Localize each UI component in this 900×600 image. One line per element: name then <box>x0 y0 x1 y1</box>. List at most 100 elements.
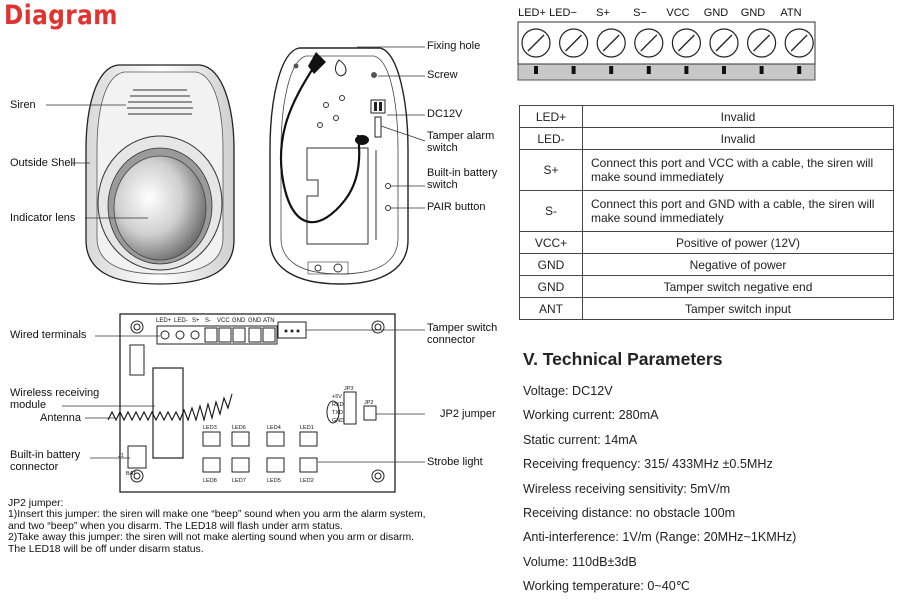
svg-text:LED5: LED5 <box>267 478 281 484</box>
svg-text:LED2: LED2 <box>300 478 314 484</box>
terminal-screw-slot <box>790 34 808 52</box>
svg-text:GND: GND <box>248 318 262 324</box>
terminal-header-label: S+ <box>596 7 610 19</box>
terminal-pin <box>759 66 764 74</box>
list-item: Static current: 14mA <box>523 432 638 447</box>
svg-text:GND: GND <box>332 418 344 424</box>
svg-text:LED3: LED3 <box>203 425 217 431</box>
svg-text:RXD: RXD <box>332 402 344 408</box>
terminal-screw-slot <box>640 34 658 52</box>
list-item: Receiving distance: no obstacle 100m <box>523 505 736 520</box>
pcb-leds <box>202 431 318 473</box>
terminal-screw-slot <box>527 34 545 52</box>
tech-params-list: Voltage: DC12V Working current: 280mA St… <box>523 379 796 599</box>
table-row: S-Connect this port and GND with a cable… <box>519 190 894 232</box>
jp2-note-heading: JP2 jumper: <box>8 498 64 509</box>
terminal-screw-slot <box>602 34 620 52</box>
svg-text:BAT: BAT <box>126 471 137 477</box>
diagram-title: Diagram <box>4 0 118 31</box>
label-outside-shell: Outside Shell <box>10 157 76 169</box>
svg-text:VCC: VCC <box>217 318 230 324</box>
svg-text:TXD: TXD <box>332 410 343 416</box>
label-antenna: Antenna <box>40 412 81 424</box>
svg-text:J1: J1 <box>118 453 124 459</box>
terminal-pin <box>684 66 689 74</box>
terminal-screw-slot <box>677 34 695 52</box>
indicator-lens <box>113 155 207 261</box>
label-wired-terminals: Wired terminals <box>10 329 87 341</box>
label-strobe-light: Strobe light <box>427 456 483 468</box>
list-item: Volume: 110dB±3dB <box>523 554 637 569</box>
terminal-header-label: S− <box>633 7 647 19</box>
label-dc12v: DC12V <box>427 108 463 120</box>
table-row: S+Connect this port and VCC with a cable… <box>519 149 894 191</box>
terminal-screw-slot <box>753 34 771 52</box>
label-indicator-lens: Indicator lens <box>10 212 76 224</box>
terminal-pin <box>571 66 576 74</box>
terminal-screw-slot <box>715 34 733 52</box>
label-siren: Siren <box>10 99 36 111</box>
table-row: LED-Invalid <box>519 127 894 150</box>
siren-back-casing <box>269 47 409 285</box>
terminal-pin <box>609 66 614 74</box>
label-screw: Screw <box>427 69 458 81</box>
terminal-pin <box>646 66 651 74</box>
terminal-header-label: ATN <box>780 7 801 19</box>
svg-text:LED+: LED+ <box>156 318 172 324</box>
svg-text:S-: S- <box>205 318 211 324</box>
table-row: VCC+Positive of power (12V) <box>519 231 894 254</box>
jp2-note-line: 2)Take away this jumper: the siren will … <box>8 532 414 544</box>
terminal-header-label: LED+ <box>518 7 546 19</box>
svg-text:GND: GND <box>232 318 246 324</box>
pcb-terminal-block <box>156 325 278 345</box>
list-item: Working temperature: 0~40℃ <box>523 579 690 594</box>
tech-params-heading: V. Technical Parameters <box>523 349 723 369</box>
svg-text:LED1: LED1 <box>300 425 314 431</box>
svg-text:JP3: JP3 <box>344 386 353 392</box>
terminal-pin <box>797 66 802 74</box>
svg-text:LED-: LED- <box>174 318 188 324</box>
terminal-screw-slot <box>565 34 583 52</box>
siren-grille <box>127 89 193 115</box>
svg-text:LED8: LED8 <box>203 478 217 484</box>
svg-text:S+: S+ <box>192 318 200 324</box>
terminal-pin <box>534 66 538 74</box>
list-item: Voltage: DC12V <box>523 384 613 398</box>
list-item: Anti-interference: 1V/m (Range: 20MHz~1K… <box>523 530 797 545</box>
table-row: LED+Invalid <box>519 105 894 128</box>
label-pair-button: PAIR button <box>427 201 486 213</box>
terminal-pin <box>722 66 726 74</box>
jp2-note: JP2 jumper: 1)Insert this jumper: the si… <box>8 498 513 555</box>
list-item: Working current: 280mA <box>523 408 659 423</box>
jp2-note-line: 1)Insert this jumper: the siren will mak… <box>8 509 426 521</box>
svg-text:ATN: ATN <box>263 318 275 324</box>
jp2-note-line: and two “beep” when you disarm. The LED1… <box>8 520 343 532</box>
terminal-block-illustration: LED+ LED− S+ S− VCC GND GND ATN <box>517 7 816 81</box>
pcb-antenna <box>107 393 233 423</box>
label-fixing-hole: Fixing hole <box>427 40 481 52</box>
terminal-header-label: GND <box>741 7 766 19</box>
terminal-header-label: VCC <box>666 7 689 19</box>
terminal-header-label: LED− <box>549 7 577 19</box>
jp2-note-line: The LED18 will be off under disarm statu… <box>8 543 204 555</box>
svg-text:JP2: JP2 <box>364 400 373 406</box>
back-cable <box>279 59 361 224</box>
svg-text:LED4: LED4 <box>267 425 281 431</box>
list-item: Receiving frequency: 315/ 433MHz ±0.5MHz <box>523 457 773 472</box>
list-item: Wireless receiving sensitivity: 5mV/m <box>523 481 731 496</box>
svg-text:LED7: LED7 <box>232 478 246 484</box>
svg-text:+5V: +5V <box>332 394 342 400</box>
siren-front-illustration <box>46 46 426 285</box>
ports-table: LED+Invalid LED-Invalid S+Connect this p… <box>519 105 894 320</box>
terminal-header-label: GND <box>704 7 729 19</box>
svg-text:LED6: LED6 <box>232 425 246 431</box>
